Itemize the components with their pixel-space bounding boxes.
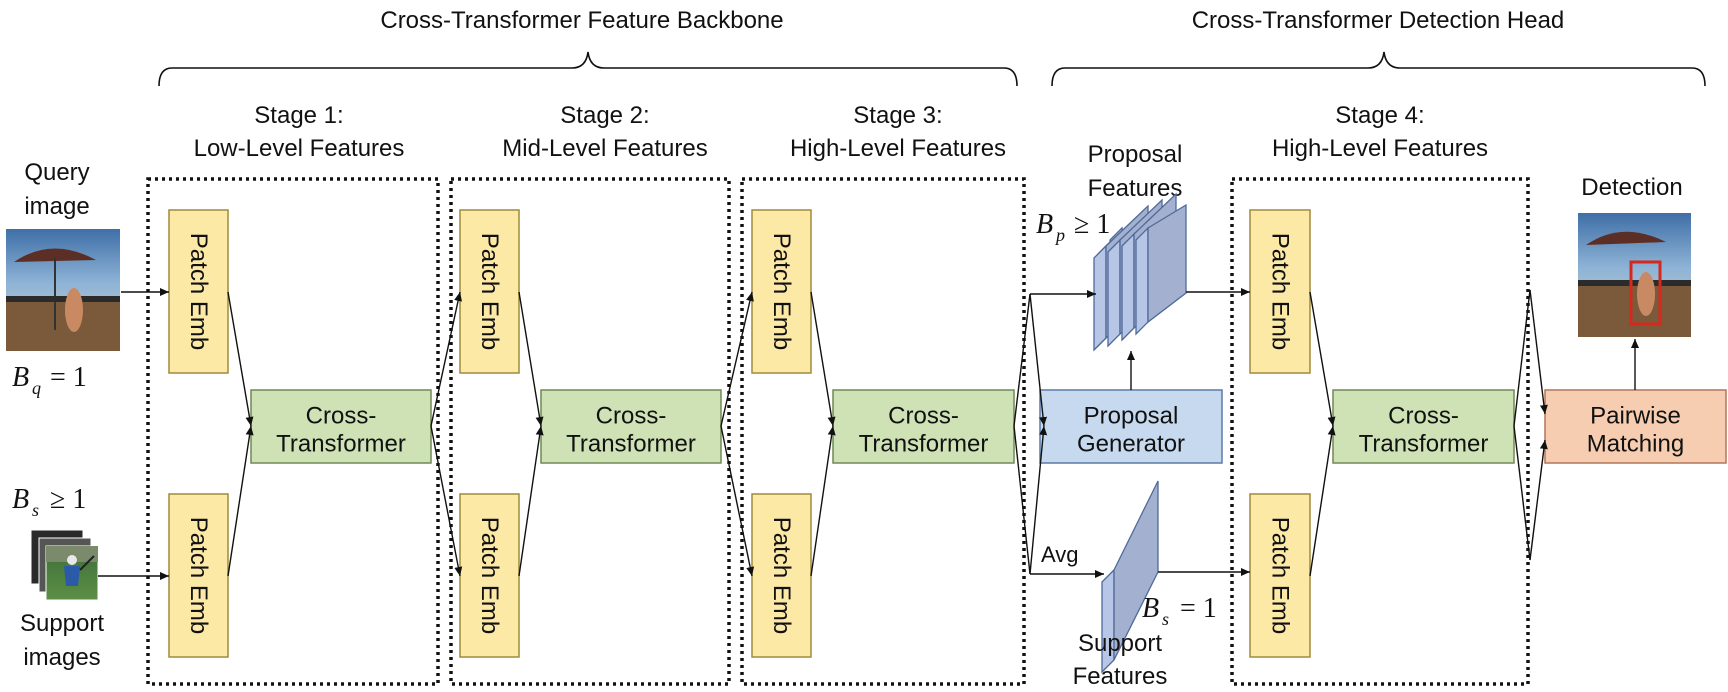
svg-text:q: q (32, 378, 41, 398)
stage-2-cross-transformer: Cross- Transformer (540, 389, 722, 464)
support-features-label: Support Features (1073, 630, 1168, 690)
stage-1-cross-transformer: Cross- Transformer (250, 389, 432, 464)
connections (98, 288, 1639, 580)
stage-1-title: Stage 1: Low-Level Features (194, 102, 405, 162)
proposal-generator: Proposal Generator (1039, 389, 1223, 464)
svg-text:Patch Emb: Patch Emb (1267, 233, 1294, 350)
detection-box (1629, 260, 1662, 326)
svg-text:Stage 4:: Stage 4: (1335, 102, 1424, 129)
svg-text:Features: Features (1073, 663, 1168, 690)
svg-text:Features: Features (1088, 175, 1183, 202)
svg-text:≥ 1: ≥ 1 (50, 484, 86, 515)
head-header: Cross-Transformer Detection Head (1192, 7, 1565, 34)
svg-text:Transformer: Transformer (276, 431, 406, 458)
svg-text:Patch Emb: Patch Emb (476, 233, 503, 350)
svg-text:Patch Emb: Patch Emb (768, 233, 795, 350)
stage-3-title: Stage 3: High-Level Features (790, 102, 1006, 162)
svg-text:Patch Emb: Patch Emb (768, 517, 795, 634)
svg-text:image: image (24, 193, 89, 220)
svg-text:p: p (1054, 225, 1065, 245)
proposal-features-label: Proposal Features (1088, 141, 1183, 202)
svg-text:Support: Support (20, 610, 104, 637)
svg-text:Query: Query (24, 159, 89, 186)
svg-text:Proposal: Proposal (1088, 141, 1183, 168)
stage-3-cross-transformer: Cross- Transformer (832, 389, 1015, 464)
svg-text:Patch Emb: Patch Emb (185, 233, 212, 350)
head-brace (1051, 51, 1706, 87)
svg-text:Cross-: Cross- (888, 403, 959, 430)
stage-1-patch-emb-bottom: Patch Emb (168, 493, 229, 658)
stage-3-patch-emb-top: Patch Emb (751, 209, 812, 374)
stage-2-patch-emb-bottom: Patch Emb (459, 493, 520, 658)
svg-text:High-Level Features: High-Level Features (790, 135, 1006, 162)
stage-4-cross-transformer: Cross- Transformer (1332, 389, 1515, 464)
svg-text:= 1: = 1 (50, 362, 87, 393)
svg-text:Transformer: Transformer (566, 431, 696, 458)
stage-2-patch-emb-top: Patch Emb (459, 209, 520, 374)
svg-text:images: images (23, 644, 100, 671)
stage-1-frame (146, 177, 440, 686)
svg-text:B: B (12, 362, 29, 393)
svg-text:Mid-Level Features: Mid-Level Features (502, 135, 707, 162)
svg-text:B: B (1036, 209, 1053, 240)
svg-text:Cross-: Cross- (306, 403, 377, 430)
svg-text:Pairwise: Pairwise (1590, 403, 1681, 430)
query-image (6, 229, 120, 351)
detection-image (1578, 213, 1691, 337)
bs-label: B s ≥ 1 (12, 484, 86, 520)
svg-text:Patch Emb: Patch Emb (1267, 517, 1294, 634)
svg-text:Cross-: Cross- (596, 403, 667, 430)
svg-text:Patch Emb: Patch Emb (185, 517, 212, 634)
svg-text:Low-Level Features: Low-Level Features (194, 135, 405, 162)
svg-text:B: B (1142, 593, 1159, 624)
support-images (30, 529, 99, 601)
stage-4-patch-emb-bottom: Patch Emb (1249, 493, 1311, 658)
svg-text:s: s (1162, 609, 1169, 629)
svg-text:Stage 1:: Stage 1: (254, 102, 343, 129)
pairwise-matching: Pairwise Matching (1544, 389, 1727, 464)
svg-text:Matching: Matching (1587, 431, 1684, 458)
stage-1-patch-emb-top: Patch Emb (168, 209, 229, 374)
svg-text:≥ 1: ≥ 1 (1074, 209, 1110, 240)
stage-4-patch-emb-top: Patch Emb (1249, 209, 1311, 374)
stage-2-title: Stage 2: Mid-Level Features (502, 102, 707, 162)
svg-text:High-Level Features: High-Level Features (1272, 135, 1488, 162)
bs-support-label: B s = 1 (1142, 593, 1217, 629)
svg-text:Stage 2:: Stage 2: (560, 102, 649, 129)
svg-text:Patch Emb: Patch Emb (476, 517, 503, 634)
svg-text:Transformer: Transformer (859, 431, 989, 458)
svg-text:Support: Support (1078, 630, 1162, 657)
svg-text:Generator: Generator (1077, 431, 1185, 458)
svg-text:Transformer: Transformer (1359, 431, 1489, 458)
svg-text:Stage 3:: Stage 3: (853, 102, 942, 129)
stage-3-frame (740, 177, 1026, 686)
query-label: Query image (24, 159, 89, 220)
stage-3-patch-emb-bottom: Patch Emb (751, 493, 812, 658)
support-label: Support images (20, 610, 104, 671)
svg-text:B: B (12, 484, 29, 515)
proposal-feature-stack (1093, 192, 1187, 352)
bq-label: B q = 1 (12, 362, 87, 398)
detection-label: Detection (1581, 174, 1682, 201)
support-feature (1101, 480, 1159, 674)
svg-text:= 1: = 1 (1180, 593, 1217, 624)
avg-label: Avg (1041, 542, 1079, 567)
backbone-header: Cross-Transformer Feature Backbone (380, 7, 783, 34)
stage-4-frame (1230, 177, 1530, 686)
backbone-brace (158, 51, 1018, 87)
bp-label: B p ≥ 1 (1036, 209, 1110, 245)
svg-text:Cross-: Cross- (1388, 403, 1459, 430)
stage-4-title: Stage 4: High-Level Features (1272, 102, 1488, 162)
svg-text:Proposal: Proposal (1084, 403, 1179, 430)
svg-text:s: s (32, 500, 39, 520)
